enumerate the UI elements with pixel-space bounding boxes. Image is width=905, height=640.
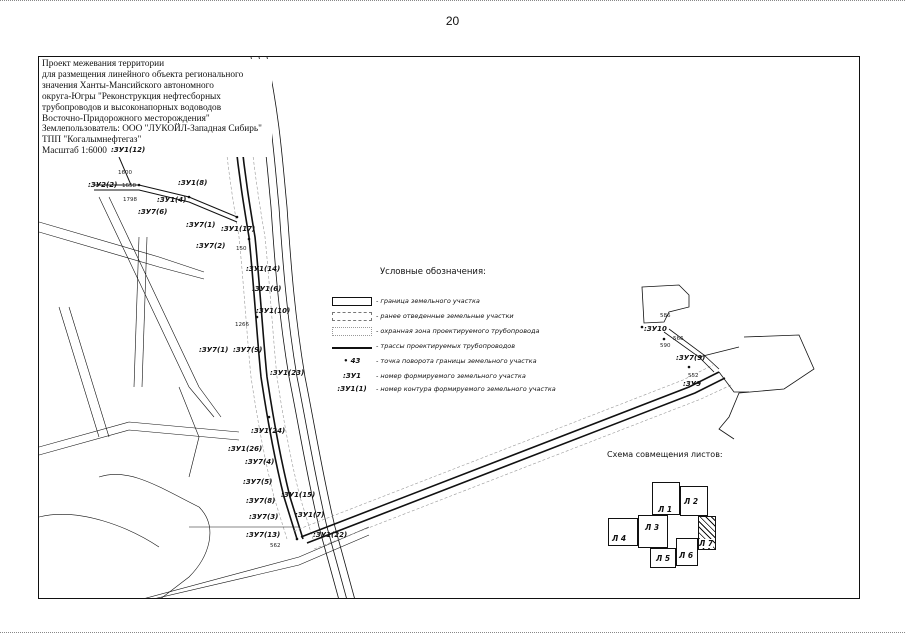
lower-tract (39, 474, 370, 598)
legend-text: - точка поворота границы земельного учас… (376, 357, 537, 365)
legend-item-pipeline: - трассы проектируемых трубопроводов (332, 340, 515, 352)
legend-title: Условные обозначения: (380, 267, 486, 277)
scan-edge-top (0, 0, 905, 3)
legend-text: - номер контура формируемого земельного … (376, 385, 556, 393)
map-frame (38, 56, 860, 599)
title-block: Проект межевания территории для размещен… (42, 59, 272, 158)
legend-text: - трассы проектируемых трубопроводов (376, 342, 516, 350)
legend-text: - номер формируемого земельного участка (376, 372, 526, 380)
parcel-label: :ЗУ1(6) (252, 285, 282, 293)
point-label: 1266 (235, 322, 249, 328)
legend-symbol-contour-number: :ЗУ1(1) (337, 385, 367, 393)
sheet-label: Л 1 (658, 505, 673, 514)
page-number: 20 (445, 14, 460, 28)
sheet-label: Л 5 (656, 554, 671, 563)
legend-item-protection-zone: - охранная зона проектируемого трубопров… (332, 325, 540, 337)
protection-zone (224, 136, 314, 540)
point-label: 552 (688, 373, 699, 379)
pipeline-corridor (234, 136, 304, 540)
sheet-label: Л 6 (679, 551, 694, 560)
parcel-label: :ЗУ9 (683, 380, 702, 388)
field-roads (39, 196, 240, 478)
diagonal-zone (293, 364, 732, 550)
sheet-label: Л 7 (699, 539, 714, 548)
legend-symbol-prior-plots (332, 311, 372, 321)
point-label: 1600 (118, 170, 132, 176)
scan-edge-bottom (0, 632, 905, 635)
legend-text: - охранная зона проектируемого трубопров… (376, 327, 540, 335)
legend-text: - граница земельного участка (376, 297, 480, 305)
sheet-3 (638, 515, 668, 548)
parcel-label: :ЗУ7(8) (246, 497, 276, 505)
parcel-label: :ЗУ7(6) (138, 208, 168, 216)
parcel-label: :ЗУ1(14) (246, 265, 281, 273)
sheet-1 (652, 482, 680, 515)
legend-symbol-turn-point: • 43 (343, 357, 361, 365)
legend-item-boundary: - граница земельного участка (332, 295, 480, 307)
parcel-label: :ЗУ10 (644, 325, 667, 333)
parcel-label: :ЗУ1(22) (313, 531, 348, 539)
parcel-label: :ЗУ7(9) (233, 346, 263, 354)
legend-item-contour-number: :ЗУ1(1) - номер контура формируемого зем… (332, 383, 556, 395)
parcel-label: :ЗУ7(3) (249, 513, 279, 521)
parcel-label: :ЗУ2(2) (88, 181, 118, 189)
parcel-label: :ЗУ1(7) (295, 511, 325, 519)
legend-symbol-pipeline (332, 347, 372, 349)
point-label: 590 (660, 343, 671, 349)
parcel-label: :ЗУ1(4) (157, 196, 187, 204)
parcel-label: :ЗУ7(2) (196, 242, 226, 250)
parcel-label: :ЗУ7(5) (243, 478, 273, 486)
map-drawing (39, 57, 815, 598)
upper-branch (94, 156, 238, 223)
turn-points (137, 183, 691, 541)
parcel-label: :ЗУ1(12) (111, 146, 146, 154)
parcel-label: :ЗУ1(23) (270, 369, 305, 377)
legend-symbol-parcel-number: :ЗУ1 (342, 372, 362, 380)
legend-text: - ранее отведенные земельные участки (376, 312, 514, 320)
legend-item-turn-point: • 43 - точка поворота границы земельного… (332, 355, 537, 367)
parcel-label: :ЗУ1(17) (221, 225, 256, 233)
point-label: 150 (236, 246, 247, 252)
legend-symbol-protection-zone (332, 326, 372, 336)
right-network (641, 284, 815, 440)
sheet-2 (680, 486, 708, 516)
parcel-label: :ЗУ1(8) (178, 179, 208, 187)
parcel-label: :ЗУ1(24) (251, 427, 286, 435)
point-label: 1658 (122, 183, 136, 189)
parcel-label: :ЗУ7(1) (186, 221, 216, 229)
sheet-4 (608, 518, 638, 546)
parcel-label: :ЗУ1(15) (281, 491, 316, 499)
legend-symbol-boundary (332, 296, 372, 306)
legend-item-parcel-number: :ЗУ1 - номер формируемого земельного уча… (332, 370, 526, 382)
sheet-label: Л 3 (645, 523, 660, 532)
sheet-label: Л 2 (684, 497, 699, 506)
point-label: 586 (660, 313, 671, 319)
scheme-title: Схема совмещения листов: (607, 450, 723, 459)
parcel-label: :ЗУ1(26) (228, 445, 263, 453)
parcel-label: :ЗУ7(1) (199, 346, 229, 354)
point-label: 1798 (123, 197, 137, 203)
sheet-6 (676, 538, 698, 566)
parcel-label: :ЗУ7(9) (676, 354, 706, 362)
parcel-label: :ЗУ1(10) (256, 307, 291, 315)
parcel-label: :ЗУ7(13) (246, 531, 281, 539)
parcel-label: :ЗУ7(4) (245, 458, 275, 466)
sheet-5 (650, 548, 676, 568)
point-label: 566 (673, 336, 684, 342)
diagonal-pipeline (300, 371, 726, 544)
legend-item-prior-plots: - ранее отведенные земельные участки (332, 310, 514, 322)
sheet-label: Л 4 (612, 534, 627, 543)
point-label: 562 (270, 543, 281, 549)
